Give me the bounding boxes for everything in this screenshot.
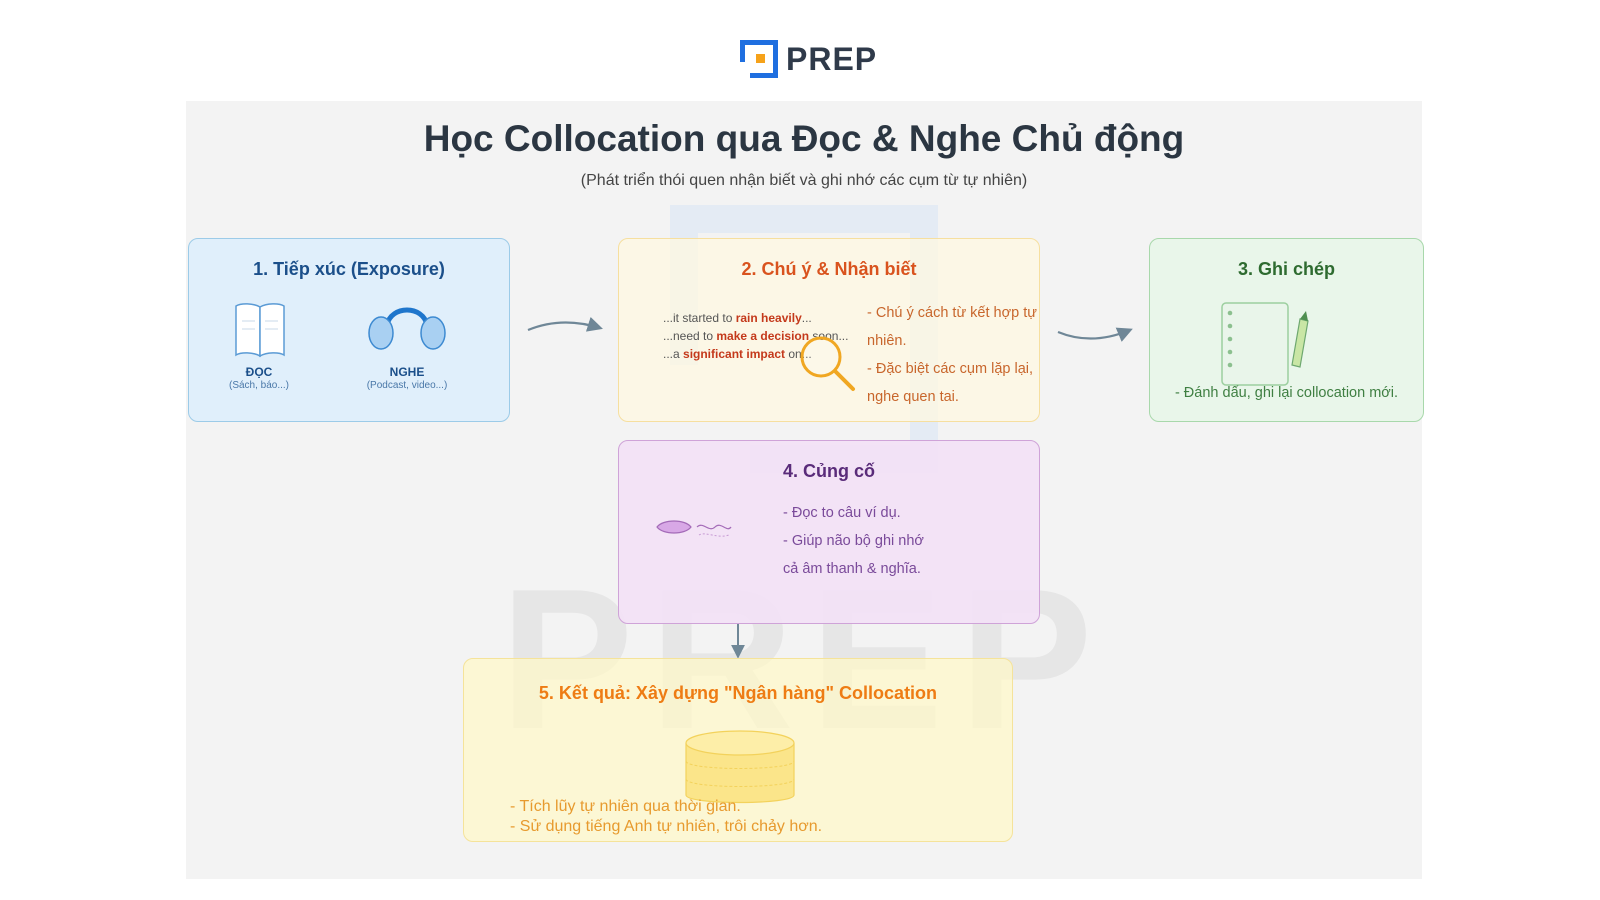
step-4-notes: - Đọc to câu ví dụ. - Giúp não bộ ghi nh… [783, 499, 1003, 583]
text-snippets: ...it started to rain heavily... ...need… [663, 309, 873, 363]
snippet-line: ...a significant impact on... [663, 347, 812, 361]
open-book-icon [235, 303, 285, 358]
snippet-line: ...it started to rain heavily... [663, 311, 812, 325]
step-4-reinforce: 4. Củng cố - Đọc to câu ví dụ. - Giúp nã… [618, 440, 1040, 624]
note-line: cả âm thanh & nghĩa. [783, 561, 921, 577]
database-icon [685, 730, 795, 804]
step-4-title: 4. Củng cố [782, 461, 875, 481]
speaking-lips-icon [656, 520, 732, 537]
diagram-title: Học Collocation qua Đọc & Nghe Chủ động [423, 118, 1185, 159]
read-label: ĐỌC [245, 365, 273, 379]
listen-sublabel: (Podcast, video...) [366, 380, 448, 391]
step-3-note: - Đánh dấu, ghi lại collocation mới. [1174, 385, 1399, 401]
note-line: - Đọc to câu ví dụ. [783, 505, 901, 521]
prep-logo: PREP [740, 38, 877, 80]
headphones-icon [368, 307, 446, 350]
step-2-notes: - Chú ý cách từ kết hợp tự nhiên. - Đặc … [867, 299, 1041, 411]
note-line: - Chú ý cách từ kết hợp tự nhiên. [867, 305, 1037, 349]
brand-name: PREP [786, 40, 878, 77]
notebook-pencil-icon [1221, 302, 1309, 386]
listen-label: NGHE [389, 365, 425, 379]
arrow-step2-to-step3 [1057, 327, 1133, 342]
note-line: - Tích lũy tự nhiên qua thời gian. [510, 798, 741, 815]
magnifier-icon [800, 336, 855, 391]
note-line: - Giúp não bộ ghi nhớ [783, 533, 924, 549]
read-sublabel: (Sách, báo...) [228, 380, 290, 391]
note-line: nghe quen tai. [867, 389, 959, 405]
step-2-notice: 2. Chú ý & Nhận biết ...it started to ra… [618, 238, 1040, 422]
step-5-title: 5. Kết quả: Xây dựng "Ngân hàng" Colloca… [538, 683, 938, 703]
diagram-subtitle: (Phát triển thói quen nhận biết và ghi n… [580, 172, 1028, 189]
note-line: - Sử dụng tiếng Anh tự nhiên, trôi chảy … [510, 818, 823, 835]
step-2-title: 2. Chú ý & Nhận biết [741, 259, 917, 279]
step-1-title: 1. Tiếp xúc (Exposure) [253, 259, 445, 279]
step-3-note-taking: 3. Ghi chép - Đánh dấu, ghi lại collocat… [1149, 238, 1424, 422]
snippet-line: ...need to make a decision soon... [663, 329, 849, 343]
arrow-step1-to-step2 [527, 316, 603, 332]
prep-logo-icon [740, 40, 778, 78]
note-line: - Đặc biệt các cụm lặp lại, [867, 361, 1034, 377]
step-3-title: 3. Ghi chép [1237, 259, 1336, 279]
step-5-notes: - Tích lũy tự nhiên qua thời gian. - Sử … [510, 797, 990, 837]
step-1-exposure: 1. Tiếp xúc (Exposure) ĐỌC (Sách, báo...… [188, 238, 510, 422]
step-5-result: 5. Kết quả: Xây dựng "Ngân hàng" Colloca… [463, 658, 1013, 842]
